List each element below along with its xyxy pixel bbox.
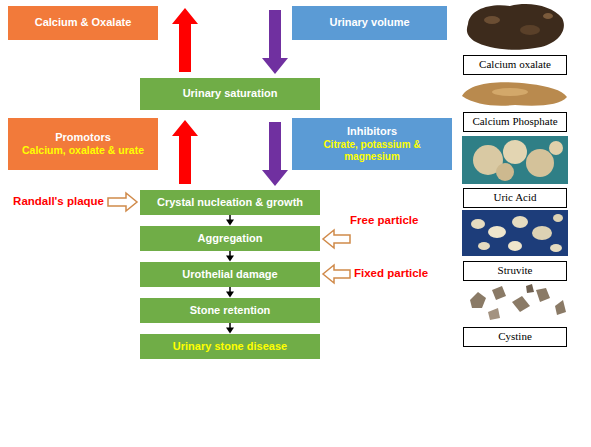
arrow-head <box>226 292 234 298</box>
box-text: Promotors <box>55 131 111 144</box>
box-text: Urinary saturation <box>183 87 278 100</box>
box-text: Calcium oxalate <box>479 58 551 71</box>
box-text: Struvite <box>498 264 533 277</box>
box-subtext: Citrate, potassium & magnesium <box>297 139 447 163</box>
process-box: Crystal nucleation & growth <box>140 190 320 215</box>
box-text: Urinary volume <box>329 16 409 29</box>
factor-box: InhibitorsCitrate, potassium & magnesium <box>292 118 452 170</box>
callout-label: Fixed particle <box>354 267 428 279</box>
flow-arrow <box>226 215 234 226</box>
stone-label: Calcium Phosphate <box>463 112 567 132</box>
flow-arrow <box>226 323 234 334</box>
callout-label: Free particle <box>350 214 418 226</box>
factor-box: PromotorsCalcium, oxalate & urate <box>8 118 158 170</box>
box-text: Uric Acid <box>493 191 536 204</box>
stone-photo <box>467 4 564 50</box>
stone-label: Calcium oxalate <box>463 55 567 75</box>
stone-photo <box>462 136 568 184</box>
box-text: Stone retention <box>190 304 271 317</box>
box-text: Calcium & Oxalate <box>35 16 132 29</box>
box-text: Cystine <box>498 330 532 343</box>
arrow-head <box>226 256 234 262</box>
process-box: Aggregation <box>140 226 320 251</box>
increase-arrow <box>172 120 198 184</box>
process-box: Urinary saturation <box>140 78 320 110</box>
box-text: Urinary stone disease <box>173 340 287 353</box>
factor-box: Urinary volume <box>292 6 447 40</box>
flow-arrow <box>226 287 234 298</box>
callout-label: Randall's plaque <box>13 195 104 207</box>
stone-photo <box>462 210 568 256</box>
process-box: Urothelial damage <box>140 262 320 287</box>
callout-arrow <box>323 230 350 248</box>
stone-label: Struvite <box>463 261 567 281</box>
stone-label: Uric Acid <box>463 188 567 208</box>
arrow-head <box>226 328 234 334</box>
decrease-arrow <box>262 122 288 186</box>
box-text: Aggregation <box>198 232 263 245</box>
callout-arrow <box>108 193 137 211</box>
factor-box: Calcium & Oxalate <box>8 6 158 40</box>
arrow-head <box>226 220 234 226</box>
stone-label: Cystine <box>463 327 567 347</box>
callout-arrow <box>323 265 350 283</box>
box-text: Calcium Phosphate <box>472 115 557 128</box>
decrease-arrow <box>262 10 288 74</box>
stone-photo <box>462 82 567 106</box>
box-text: Crystal nucleation & growth <box>157 196 303 209</box>
box-text: Urothelial damage <box>182 268 277 281</box>
process-box: Urinary stone disease <box>140 334 320 359</box>
box-text: Inhibitors <box>347 125 397 138</box>
flow-arrow <box>226 251 234 262</box>
process-box: Stone retention <box>140 298 320 323</box>
stone-photo <box>470 284 566 320</box>
increase-arrow <box>172 8 198 72</box>
box-subtext: Calcium, oxalate & urate <box>22 144 144 157</box>
